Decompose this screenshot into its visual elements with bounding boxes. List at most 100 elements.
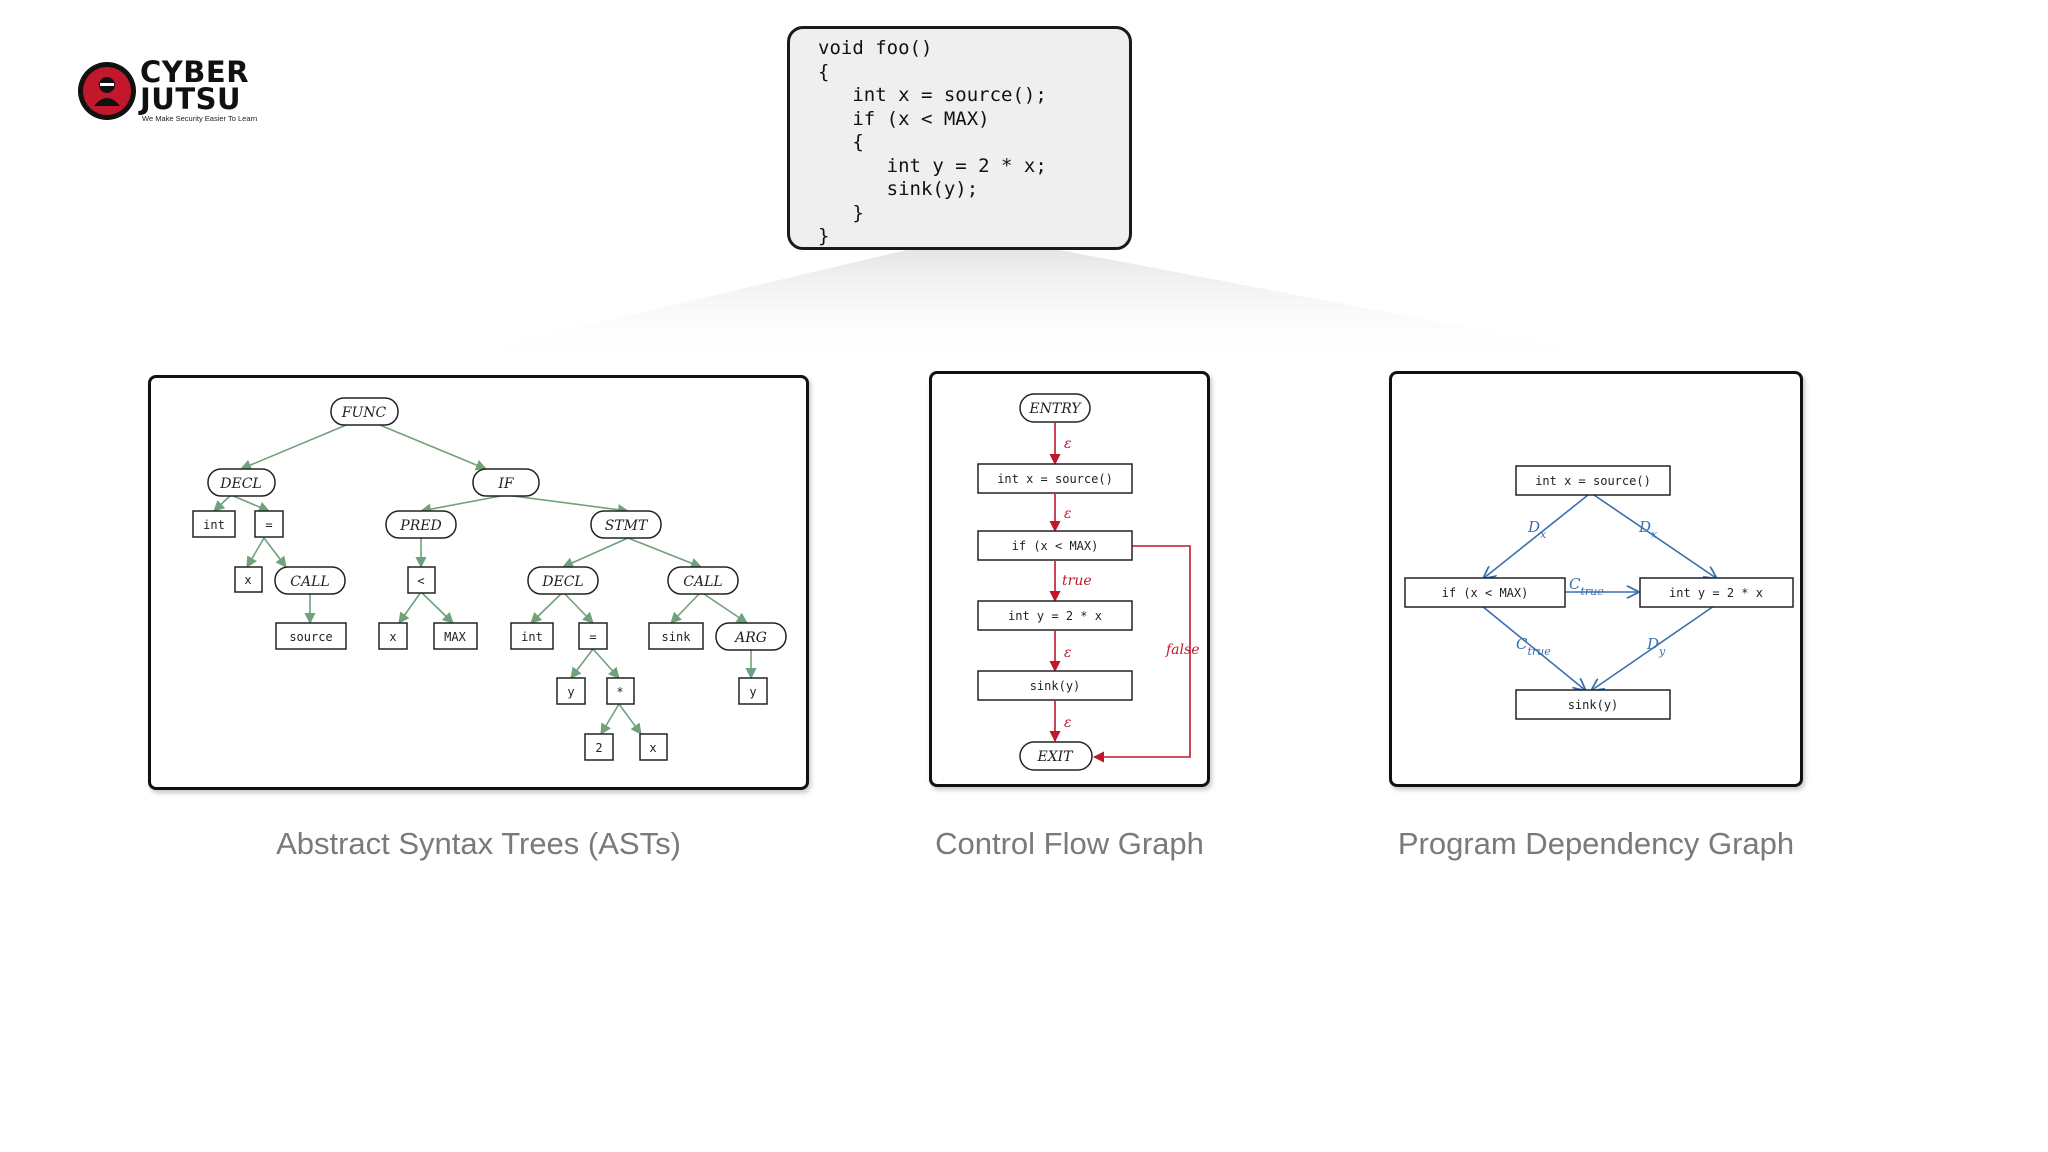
pdg-label-assign: int y = 2 * x — [1669, 586, 1763, 600]
ast-node-int — [192, 510, 236, 538]
code-snippet-card: void foo() { int x = source(); if (x < M… — [787, 26, 1132, 250]
logo-word-cyber: CYBER — [140, 55, 250, 89]
pdg-label-source: int x = source() — [1535, 474, 1651, 488]
ast-node-func — [330, 397, 399, 426]
code-snippet: void foo() { int x = source(); if (x < M… — [790, 29, 1129, 249]
ast-label-lt: < — [417, 574, 424, 588]
ast-node-call — [274, 566, 346, 595]
funnel-shading — [430, 234, 1650, 362]
pdg-label-sink: sink(y) — [1568, 698, 1619, 712]
ast-edges — [213, 417, 757, 735]
code-line: void foo() — [818, 37, 933, 59]
logo-word-jutsu: JUTSU — [140, 82, 242, 116]
ast-panel: FUNC DECL IF int = x CALL source PRED < … — [148, 375, 809, 790]
ast-caption: Abstract Syntax Trees (ASTs) — [276, 826, 681, 861]
pdg-edge-ctrue: Ctrue — [1569, 575, 1604, 598]
cfg-label-sink: sink(y) — [1030, 679, 1081, 693]
ast-label-assign: = — [589, 630, 596, 644]
cfg-node-exit — [1019, 741, 1093, 771]
ast-labels: FUNC DECL IF int = x CALL source PRED < … — [203, 405, 767, 755]
ast-label-int: int — [521, 630, 543, 644]
cfg-label-entry: ENTRY — [1028, 401, 1082, 417]
ast-label-mul: * — [616, 685, 623, 699]
cfg-edge-false: false — [1165, 642, 1199, 658]
ast-label-x: x — [649, 741, 656, 755]
ast-label-y: y — [749, 685, 756, 699]
ast-label-source: source — [289, 630, 332, 644]
cfg-label-assign: int y = 2 * x — [1008, 609, 1102, 623]
cfg-caption: Control Flow Graph — [935, 826, 1204, 861]
ast-node-if — [472, 468, 540, 497]
cfg-node-entry — [1019, 393, 1091, 423]
ast-node-decl — [527, 566, 599, 595]
ast-label-stmt: STMT — [605, 518, 649, 534]
ast-label-max: MAX — [444, 630, 466, 644]
cfg-panel: ε ε true ε ε false ENTRY int x = source(… — [929, 371, 1210, 787]
pdg-panel: Dx Dx Ctrue Ctrue Dy int x = source() if… — [1389, 371, 1803, 787]
cfg-label-source: int x = source() — [997, 472, 1113, 486]
pdg-label-if: if (x < MAX) — [1442, 586, 1529, 600]
ast-node-x — [378, 622, 408, 650]
ast-node-2 — [584, 733, 614, 761]
ast-label-x: x — [389, 630, 396, 644]
ast-node-y — [738, 677, 768, 705]
pdg-node-source — [1515, 465, 1671, 496]
ast-node-sink — [648, 622, 704, 650]
code-line: sink(y); — [818, 178, 979, 200]
pdg-edge-dy: Dy — [1646, 635, 1666, 658]
ast-label-2: 2 — [595, 741, 602, 755]
ast-label-call: CALL — [683, 574, 722, 590]
ast-node-call — [667, 566, 739, 595]
cfg-label-exit: EXIT — [1036, 749, 1074, 765]
ast-node-max — [433, 622, 478, 650]
cfg-node-source — [977, 463, 1133, 494]
ast-node-assign — [254, 510, 284, 538]
pdg-edge-dx: Dx — [1527, 518, 1547, 541]
pdg-edge-labels: Dx Dx Ctrue Ctrue Dy — [1516, 518, 1666, 658]
ast-node-y — [556, 677, 586, 705]
code-line: if (x < MAX) — [818, 107, 990, 130]
pdg-edge-ctrue: Ctrue — [1516, 635, 1551, 658]
ast-label-assign: = — [265, 518, 272, 532]
ast-label-pred: PRED — [399, 518, 441, 534]
cfg-diagram: ε ε true ε ε false ENTRY int x = source(… — [977, 393, 1199, 771]
pdg-edge-dx: Dx — [1638, 518, 1658, 541]
ast-node-lt — [407, 566, 436, 594]
ast-node-source — [275, 622, 347, 650]
cfg-nodes — [977, 393, 1133, 771]
ast-label-decl: DECL — [219, 476, 261, 492]
pdg-node-sink — [1515, 689, 1671, 720]
code-line: int x = source(); — [818, 84, 1047, 106]
cfg-label-if: if (x < MAX) — [1012, 539, 1099, 553]
pdg-node-if — [1404, 577, 1566, 608]
cfg-edge-epsilon: ε — [1064, 436, 1072, 452]
ast-node-mul — [606, 677, 635, 705]
ast-node-x — [234, 566, 263, 593]
cyber-jutsu-logo: CYBER JUTSU We Make Security Easier To L… — [76, 58, 266, 128]
ast-node-int — [510, 622, 554, 650]
code-line: } — [818, 225, 830, 247]
ast-label-sink: sink — [662, 630, 692, 644]
cfg-edge-epsilon: ε — [1064, 645, 1072, 661]
ninja-badge-icon — [78, 62, 136, 120]
ast-node-x — [639, 733, 668, 761]
code-line: { — [818, 60, 830, 83]
ast-label-func: FUNC — [341, 405, 387, 421]
pdg-labels: int x = source() if (x < MAX) int y = 2 … — [1442, 474, 1763, 712]
logo-tagline: We Make Security Easier To Learn — [142, 114, 258, 123]
ast-node-arg — [715, 622, 787, 651]
cfg-edge-labels: ε ε true ε ε false — [1062, 436, 1199, 731]
code-line: { — [818, 131, 864, 153]
code-line: int y = 2 * x; — [818, 154, 1047, 177]
pdg-caption: Program Dependency Graph — [1397, 826, 1795, 861]
ast-node-pred — [385, 510, 457, 539]
cfg-node-if — [977, 530, 1133, 561]
cfg-edge-epsilon: ε — [1064, 506, 1072, 522]
pdg-diagram: Dx Dx Ctrue Ctrue Dy int x = source() if… — [1404, 465, 1794, 720]
code-line: } — [818, 201, 864, 224]
cfg-labels: ENTRY int x = source() if (x < MAX) int … — [997, 401, 1113, 765]
ast-diagram: FUNC DECL IF int = x CALL source PRED < … — [192, 397, 787, 761]
ast-label-if: IF — [497, 476, 515, 492]
ast-node-assign — [578, 622, 608, 650]
pdg-node-assign — [1639, 577, 1794, 608]
